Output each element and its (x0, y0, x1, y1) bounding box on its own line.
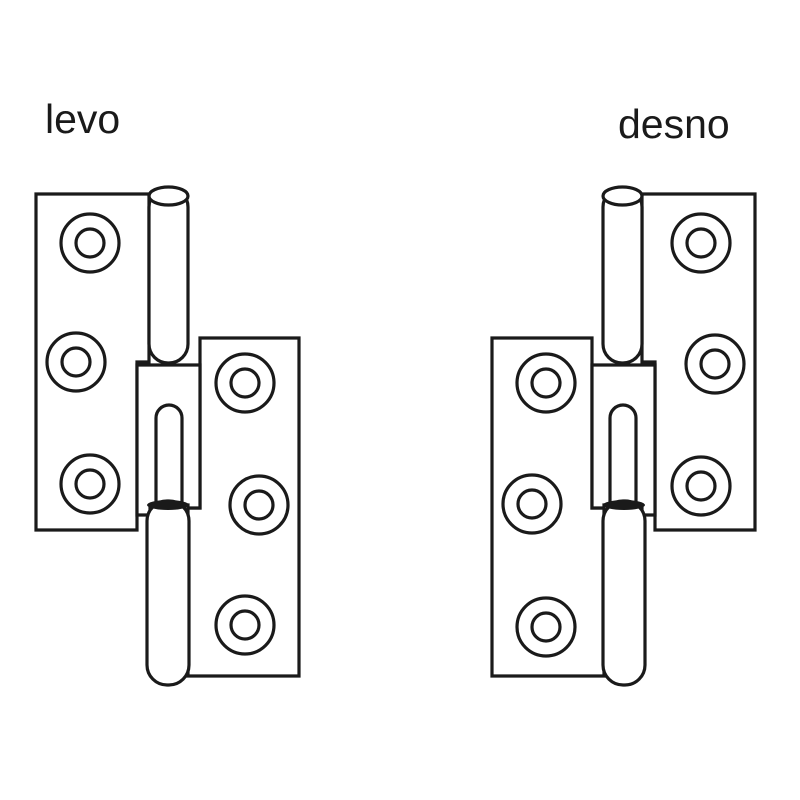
left-hinge-lower-knuckle (145, 499, 191, 687)
label-right: desno (618, 101, 730, 147)
screw-hole-icon (214, 352, 276, 414)
right-hinge-lower-knuckle-top (603, 500, 645, 510)
hinge-pin-icon (147, 185, 190, 365)
screw-hole-icon (670, 212, 732, 274)
screw-hole-icon (228, 474, 290, 536)
screw-hole-icon (59, 212, 121, 274)
screw-hole-icon (670, 455, 732, 517)
screw-hole-icon (501, 473, 563, 535)
screw-hole-icon (59, 453, 121, 515)
right-hinge-icon (490, 185, 757, 687)
left-hinge-lower-knuckle-top (147, 500, 189, 510)
screw-hole-icon (45, 331, 107, 393)
right-hinge-lower-knuckle (601, 499, 647, 687)
hinge-pin-icon (601, 185, 644, 365)
screw-hole-icon (214, 594, 276, 656)
left-hinge-icon (34, 185, 301, 687)
screw-hole-icon (515, 596, 577, 658)
screw-hole-icon (515, 352, 577, 414)
left-hinge-lower-pin (154, 403, 184, 517)
screw-hole-icon (684, 333, 746, 395)
right-hinge-lower-pin (608, 403, 638, 517)
label-left: levo (45, 96, 120, 142)
